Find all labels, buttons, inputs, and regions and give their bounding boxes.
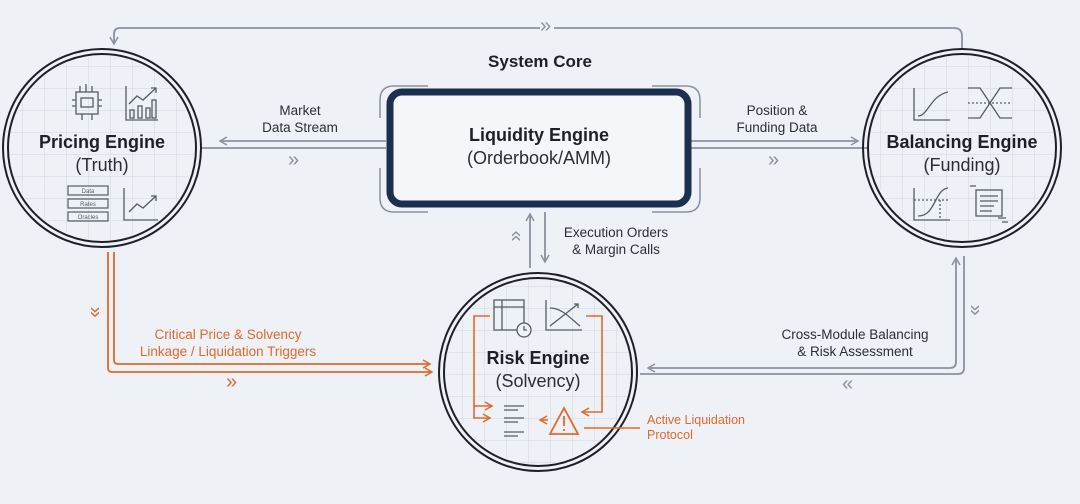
liquidity-engine-node[interactable] [379,85,701,213]
calendar-clock-icon [493,299,532,338]
cross-module-label: Cross-Module Balancing & Risk Assessment [770,326,940,360]
execution-orders-line1: Execution Orders [563,225,669,240]
crossing-trend-icon [545,300,582,331]
stack-label-data: Data [82,189,95,195]
warning-triangle-icon [548,406,580,435]
bar-chart-trend-icon [125,86,158,121]
position-funding-line2: Funding Data [736,120,818,135]
line-trend-icon [123,188,158,221]
execution-orders-line2: & Margin Calls [572,242,660,257]
liquidity-engine-title: Liquidity Engine [469,125,609,145]
balancing-engine-label: Balancing Engine (Funding) [872,131,1052,177]
stack-label-oracles: Oracles [78,215,99,221]
pricing-engine-subtitle: (Truth) [75,155,129,175]
market-data-chevron-icon: » [288,149,300,171]
position-funding-label: Position & Funding Data [712,102,842,136]
balancing-engine-node[interactable] [862,48,1062,248]
crossover-icon [968,87,1012,119]
critical-price-line1: Critical Price & Solvency [154,327,302,342]
funding-document-icon [970,185,1008,223]
active-liquidation-line2: Protocol [647,428,693,442]
market-data-connector [200,136,386,149]
cross-module-line2: & Risk Assessment [797,344,913,359]
active-liquidation-line1: Active Liquidation [647,413,745,427]
market-data-label: Market Data Stream [230,102,370,136]
execution-chevron-up-icon: » [504,230,527,242]
risk-engine-label: Risk Engine (Solvency) [458,347,618,393]
cross-module-connector [640,256,965,375]
critical-price-label: Critical Price & Solvency Linkage / Liqu… [128,326,328,360]
risk-engine-node[interactable] [438,272,640,472]
execution-orders-label: Execution Orders & Margin Calls [556,224,676,258]
critical-price-connector [107,252,434,377]
sigmoid-threshold-icon [913,187,950,221]
cross-module-chevron-left-icon: « [842,373,854,395]
risk-engine-subtitle: (Solvency) [495,371,581,391]
liquidity-engine-label: Liquidity Engine (Orderbook/AMM) [390,124,688,170]
pricing-engine-title: Pricing Engine [38,132,166,152]
market-data-line1: Market [279,103,321,118]
risk-orange-loop [473,315,640,429]
stack-label-rates: Rates [80,202,96,208]
top-feedback-connector [109,27,963,48]
critical-price-chevron-down-icon: » [84,306,107,318]
cross-module-chevron-down-icon: » [964,304,987,316]
s-curve-chart-icon [913,88,950,121]
critical-price-chevron-right-icon: » [226,371,238,393]
risk-engine-title: Risk Engine [486,348,590,368]
position-funding-line1: Position & [746,103,808,118]
system-core-title: System Core [488,52,592,71]
market-data-line2: Data Stream [262,120,338,135]
cross-module-line1: Cross-Module Balancing [781,327,929,342]
balancing-engine-subtitle: (Funding) [923,155,1001,175]
critical-price-line2: Linkage / Liquidation Triggers [139,344,317,359]
checklist-icon [504,405,524,437]
data-stack-icon [67,185,109,222]
liquidity-engine-subtitle: (Orderbook/AMM) [466,148,612,168]
active-liquidation-label: Active Liquidation Protocol [647,413,745,443]
balancing-engine-title: Balancing Engine [886,132,1038,152]
execution-orders-connector [525,212,550,268]
position-funding-chevron-icon: » [768,149,780,171]
pricing-engine-label: Pricing Engine (Truth) [22,131,182,177]
position-funding-connector [690,136,868,149]
pricing-engine-node[interactable]: Data Rates Oracles [2,48,202,248]
circuit-chip-icon [72,84,102,120]
top-loop-chevron-icon: » [540,15,552,37]
